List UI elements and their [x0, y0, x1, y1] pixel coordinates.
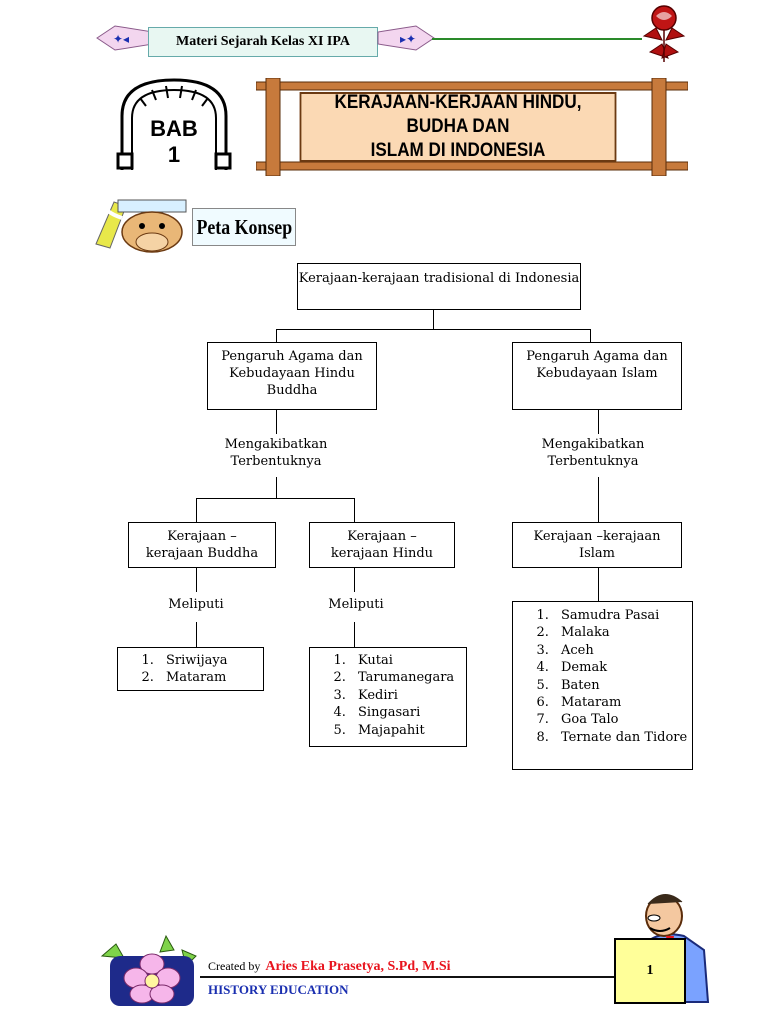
header-rule	[432, 38, 642, 40]
list-item: Sriwijaya	[158, 652, 263, 669]
islam-influence-text: Pengaruh Agama dan Kebudayaan Islam	[526, 349, 668, 381]
hindu-list: KutaiTarumanegaraKediriSingasariMajapahi…	[310, 652, 466, 739]
list-item: Baten	[553, 677, 692, 694]
created-by-label: Created by	[208, 959, 261, 973]
islam-kingdoms-text: Kerajaan –kerajaan Islam	[533, 529, 661, 561]
islam-result-label: Mengakibatkan Terbentuknya	[541, 437, 645, 469]
hindu-buddha-result-label: Mengakibatkan Terbentuknya	[224, 437, 328, 469]
flower-icon	[100, 934, 197, 1006]
hindu-buddha-influence-node: Pengaruh Agama dan Kebudayaan Hindu Budd…	[207, 342, 377, 410]
connector-line	[276, 477, 277, 498]
chapter-title-line1: KERAJAAN-KERJAAN HINDU, BUDHA DAN	[334, 92, 582, 137]
section-title-plate: Peta Konsep	[192, 208, 296, 246]
list-item: Tarumanegara	[350, 669, 466, 686]
bab-label: BAB	[150, 116, 198, 141]
svg-text:✦◂: ✦◂	[113, 32, 129, 46]
list-item: Singasari	[350, 704, 466, 721]
list-item: Majapahit	[350, 722, 466, 739]
islam-kingdoms-node: Kerajaan –kerajaan Islam	[512, 522, 682, 568]
hindu-kingdoms-list: KutaiTarumanegaraKediriSingasariMajapahi…	[309, 647, 467, 747]
rose-icon	[642, 5, 686, 62]
hindu-relation-label: Meliputi	[328, 597, 384, 612]
svg-text:▸✦: ▸✦	[400, 32, 416, 46]
islam-influence-node: Pengaruh Agama dan Kebudayaan Islam	[512, 342, 682, 410]
connector-line	[276, 329, 277, 342]
connector-line	[196, 498, 197, 522]
buddha-kingdoms-text: Kerajaan – kerajaan Buddha	[145, 529, 259, 561]
islam-kingdoms-list: Samudra PasaiMalakaAcehDemakBatenMataram…	[512, 601, 693, 770]
bull-mascot-icon	[95, 199, 202, 253]
chapter-label: BAB 1	[136, 116, 212, 168]
page-number: 1	[646, 963, 654, 978]
hindu-kingdoms-text: Kerajaan –kerajaan Hindu	[330, 529, 434, 561]
connector-line	[354, 498, 355, 522]
credits: Created by Aries Eka Prasetya, S.Pd, M.S…	[208, 955, 451, 975]
wood-frame-icon	[256, 78, 688, 176]
connector-line	[196, 498, 355, 499]
list-item: Mataram	[553, 694, 692, 711]
root-node: Kerajaan-kerajaan tradisional di Indones…	[297, 263, 581, 310]
list-item: Aceh	[553, 642, 692, 659]
connector-line	[276, 329, 590, 330]
subject-title: Materi Sejarah Kelas XI IPA	[176, 34, 350, 49]
connector-line	[598, 568, 599, 601]
hindu-kingdoms-node: Kerajaan –kerajaan Hindu	[309, 522, 455, 568]
footer-rule	[200, 976, 614, 978]
connector-line	[433, 310, 434, 330]
root-node-text: Kerajaan-kerajaan tradisional di Indones…	[298, 271, 580, 286]
connector-line	[590, 329, 591, 342]
arrow-ornament-icon: ✦◂	[96, 25, 154, 51]
connector-line	[598, 410, 599, 434]
hindu-buddha-influence-text: Pengaruh Agama dan Kebudayaan Hindu Budd…	[221, 349, 363, 398]
buddha-list: SriwijayaMataram	[118, 652, 263, 687]
bab-number: 1	[167, 142, 181, 167]
list-item: Malaka	[553, 624, 692, 641]
department: HISTORY EDUCATION	[208, 982, 349, 997]
buddha-kingdoms-list: SriwijayaMataram	[117, 647, 264, 691]
list-item: Samudra Pasai	[553, 607, 692, 624]
connector-line	[354, 622, 355, 647]
list-item: Demak	[553, 659, 692, 676]
list-item: Mataram	[158, 669, 263, 686]
arrow-ornament-icon: ▸✦	[377, 25, 435, 51]
list-item: Kutai	[350, 652, 466, 669]
connector-line	[276, 410, 277, 434]
chapter-title-panel: KERAJAAN-KERJAAN HINDU, BUDHA DAN ISLAM …	[299, 92, 617, 162]
list-item: Ternate dan Tidore	[553, 729, 692, 746]
connector-line	[196, 568, 197, 592]
subject-banner: Materi Sejarah Kelas XI IPA	[148, 27, 378, 57]
buddha-kingdoms-node: Kerajaan – kerajaan Buddha	[128, 522, 276, 568]
page-number-box: 1	[614, 938, 686, 1004]
connector-line	[354, 568, 355, 592]
author-name: Aries Eka Prasetya, S.Pd, M.Si	[265, 959, 451, 974]
islam-list: Samudra PasaiMalakaAcehDemakBatenMataram…	[513, 607, 692, 746]
list-item: Goa Talo	[553, 711, 692, 728]
chapter-title-line2: ISLAM DI INDONESIA	[370, 140, 546, 161]
arch-icon	[116, 78, 232, 170]
connector-line	[196, 622, 197, 647]
buddha-relation-label: Meliputi	[168, 597, 224, 612]
connector-line	[598, 477, 599, 522]
section-title: Peta Konsep	[196, 214, 292, 239]
list-item: Kediri	[350, 687, 466, 704]
